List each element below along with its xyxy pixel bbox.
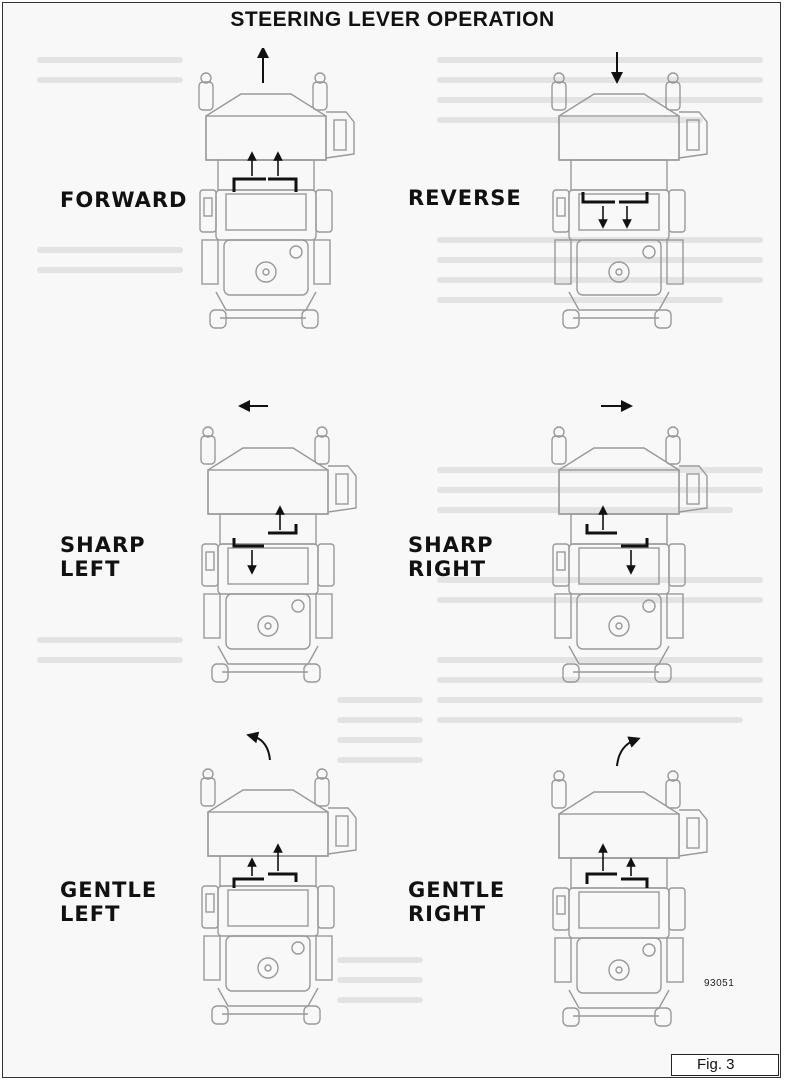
direction-arrow-gentle-left [246,731,271,761]
diagram-sharp-right [551,400,708,683]
figure-label: Fig. 3 [697,1056,735,1073]
label-gentle-right: GENTLE RIGHT [408,878,506,926]
levers-gentle-left [232,872,298,888]
image-code: 93051 [704,978,735,989]
figure-label-box [671,1054,779,1076]
diagram-forward [198,48,355,329]
label-gentle-left: GENTLE LEFT [60,878,158,926]
figure-title: STEERING LEVER OPERATION [230,8,555,31]
direction-arrow-gentle-right [616,736,641,767]
diagram-reverse [551,52,708,329]
label-sharp-left: SHARP LEFT [60,533,146,581]
levers-forward [232,177,298,192]
label-forward: FORWARD [60,188,188,212]
label-reverse: REVERSE [408,186,522,210]
levers-sharp-right [585,524,649,548]
diagram-sharp-left [200,400,357,683]
levers-gentle-right [585,872,649,888]
diagram-gentle-left [200,731,357,1025]
levers-sharp-left [232,524,298,548]
levers-reverse [581,192,649,204]
diagram-gentle-right [551,736,708,1027]
label-sharp-right: SHARP RIGHT [408,533,494,581]
